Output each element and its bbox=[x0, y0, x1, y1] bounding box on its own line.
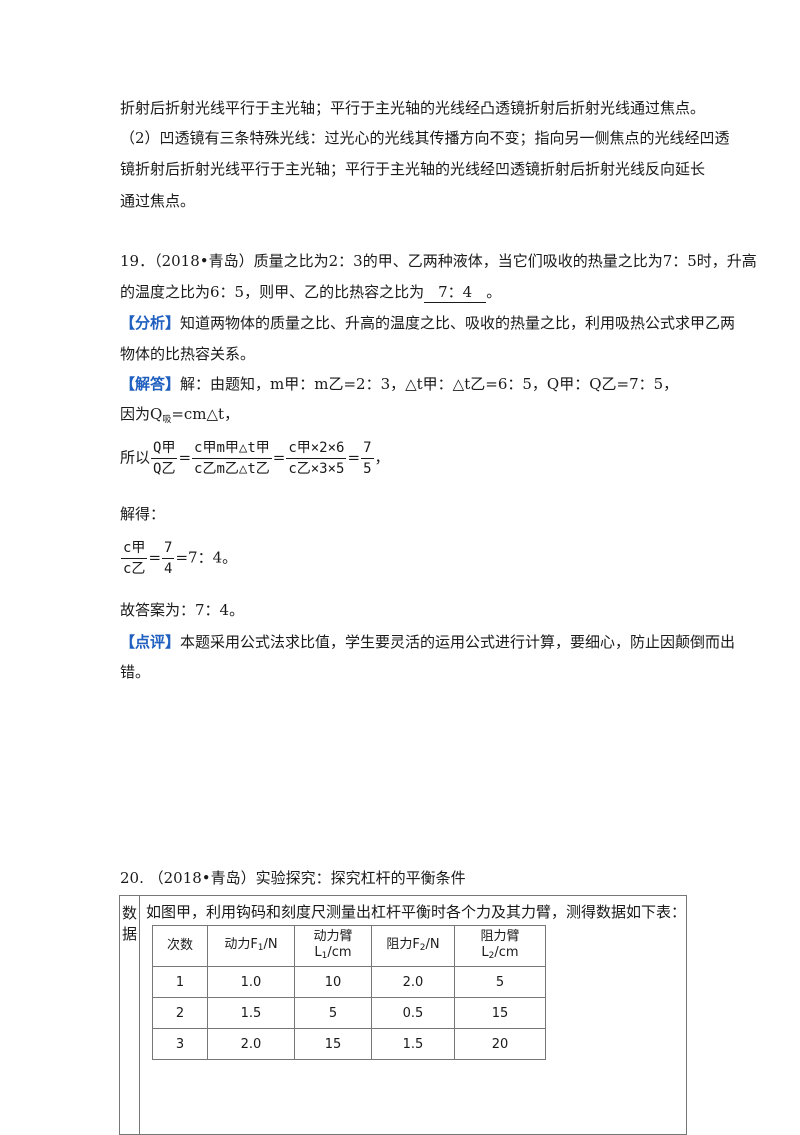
formula-line: 因为Q吸=cm△t， bbox=[120, 402, 239, 432]
equals: = bbox=[272, 448, 286, 467]
table-label: 数据 bbox=[119, 895, 140, 1135]
comment-tag: 【点评】 bbox=[120, 633, 181, 651]
table-cell: 10 bbox=[293, 966, 372, 998]
solution-tag: 【解答】 bbox=[120, 375, 181, 393]
equals: = bbox=[347, 448, 361, 467]
denominator: c乙 bbox=[123, 561, 146, 577]
fraction: c甲×2×6 c乙×3×5 bbox=[286, 438, 347, 479]
table-cell: 5 bbox=[293, 997, 372, 1029]
text: 知道两物体的质量之比、升高的温度之比、吸收的热量之比，利用吸热公式求甲乙两 bbox=[180, 314, 736, 332]
header-sub: 2 bbox=[419, 942, 426, 953]
text-line: 镜折射后折射光线平行于主光轴；平行于主光轴的光线经凹透镜折射后折射光线反向延长 bbox=[120, 160, 706, 178]
text-line: 通过焦点。 bbox=[120, 192, 196, 210]
header-text: 阻力F bbox=[386, 936, 420, 952]
text-line: 错。 bbox=[120, 663, 151, 681]
header-unit: /cm bbox=[494, 944, 519, 960]
table-cell: 1.0 bbox=[206, 966, 295, 998]
header-text: 次数 bbox=[166, 938, 193, 953]
header-text: 动力臂 bbox=[313, 928, 353, 944]
header-sub: 1 bbox=[321, 950, 328, 961]
table-cell: 15 bbox=[453, 997, 546, 1029]
denominator: Q乙 bbox=[153, 461, 176, 477]
header-text: L bbox=[314, 944, 322, 960]
denominator: c乙×3×5 bbox=[288, 461, 345, 477]
table-cell: 2.0 bbox=[206, 1028, 295, 1060]
text: =cm△t， bbox=[171, 405, 240, 423]
text: 所以 bbox=[120, 448, 151, 467]
numerator: c甲×2×6 bbox=[286, 438, 347, 459]
text: 的温度之比为6：5，则甲、乙的比热容之比为 bbox=[120, 283, 425, 301]
numerator: Q甲 bbox=[151, 438, 178, 459]
text-line: （2）凹透镜有三条特殊光线：过光心的光线其传播方向不变；指向另一侧焦点的光线经凹… bbox=[120, 129, 730, 147]
text: =7：4。 bbox=[175, 548, 238, 567]
fraction: c甲m甲△t甲 c乙m乙△t乙 bbox=[192, 438, 272, 479]
fraction: c甲 c乙 bbox=[121, 538, 148, 579]
data-outer-table: 数据 如图甲，利用钩码和刻度尺测量出杠杆平衡时各个力及其力臂，测得数据如下表： … bbox=[119, 895, 688, 1135]
table-cell: 5 bbox=[453, 966, 546, 998]
numerator: c甲m甲△t甲 bbox=[192, 438, 272, 459]
text: 因为Q bbox=[120, 405, 163, 423]
text: 。 bbox=[486, 283, 502, 301]
text-line: 折射后折射光线平行于主光轴；平行于主光轴的光线经凸透镜折射后折射光线通过焦点。 bbox=[120, 99, 706, 117]
header-text: L bbox=[481, 944, 489, 960]
table-cell: 1.5 bbox=[370, 1028, 455, 1060]
header-sub: 2 bbox=[488, 950, 495, 961]
header-cell: 次数 bbox=[151, 925, 208, 967]
numerator: c甲 bbox=[121, 538, 148, 559]
header-unit: /N bbox=[263, 936, 278, 952]
denominator: c乙m乙△t乙 bbox=[194, 461, 270, 477]
denominator: 5 bbox=[363, 461, 372, 477]
header-cell: 动力F1/N bbox=[206, 925, 295, 967]
text: 本题采用公式法求比值，学生要灵活的运用公式进行计算，要细心，防止因颠倒而出 bbox=[180, 633, 736, 651]
question-19-stem: 19．（2018•青岛）质量之比为2：3的甲、乙两种液体，当它们吸收的热量之比为… bbox=[120, 252, 757, 270]
equals: = bbox=[178, 448, 192, 467]
analysis-line: 【分析】知道两物体的质量之比、升高的温度之比、吸收的热量之比，利用吸热公式求甲乙… bbox=[120, 311, 735, 335]
header-unit: /N bbox=[425, 936, 440, 952]
solution-line: 【解答】解：由题知，m甲：m乙=2：3，△t甲：△t乙=6：5，Q甲：Q乙=7：… bbox=[120, 372, 678, 396]
answer-blank: 7：4 bbox=[424, 282, 487, 303]
table-row: 2 1.5 5 0.5 15 bbox=[151, 997, 546, 1029]
subscript: 吸 bbox=[162, 415, 172, 425]
table-row: 3 2.0 15 1.5 20 bbox=[151, 1028, 546, 1060]
header-text: 阻力臂 bbox=[480, 928, 520, 944]
numerator: 7 bbox=[162, 538, 175, 559]
table-cell: 2 bbox=[151, 997, 208, 1029]
text: 解：由题知，m甲：m乙=2：3，△t甲：△t乙=6：5，Q甲：Q乙=7：5， bbox=[180, 375, 679, 393]
table-cell: 3 bbox=[151, 1028, 208, 1060]
header-cell: 阻力F2/N bbox=[370, 925, 455, 967]
fraction: Q甲 Q乙 bbox=[151, 438, 178, 479]
table-row: 1 1.0 10 2.0 5 bbox=[151, 966, 546, 998]
text: ， bbox=[374, 448, 390, 467]
analysis-tag: 【分析】 bbox=[120, 314, 181, 332]
numerator: 7 bbox=[361, 438, 374, 459]
comment-line: 【点评】本题采用公式法求比值，学生要灵活的运用公式进行计算，要细心，防止因颠倒而… bbox=[120, 630, 735, 654]
header-sub: 1 bbox=[257, 942, 264, 953]
table-cell: 1 bbox=[151, 966, 208, 998]
table-content-cell: 如图甲，利用钩码和刻度尺测量出杠杆平衡时各个力及其力臂，测得数据如下表： 次数 … bbox=[138, 895, 688, 1135]
table-cell: 1.5 bbox=[206, 997, 295, 1029]
final-answer: 故答案为：7：4。 bbox=[120, 601, 245, 619]
table-cell: 0.5 bbox=[370, 997, 455, 1029]
table-cell: 20 bbox=[453, 1028, 546, 1060]
text-line: 解得： bbox=[120, 505, 166, 523]
equals: = bbox=[148, 548, 162, 567]
denominator: 4 bbox=[164, 561, 173, 577]
table-cell: 15 bbox=[293, 1028, 372, 1060]
table-caption: 如图甲，利用钩码和刻度尺测量出杠杆平衡时各个力及其力臂，测得数据如下表： bbox=[145, 903, 686, 921]
table-cell: 2.0 bbox=[370, 966, 455, 998]
question-20-title: 20. （2018•青岛）实验探究：探究杠杆的平衡条件 bbox=[120, 869, 466, 887]
text-line: 物体的比热容关系。 bbox=[120, 345, 256, 363]
header-text: 动力F bbox=[224, 936, 258, 952]
header-unit: /cm bbox=[327, 944, 352, 960]
